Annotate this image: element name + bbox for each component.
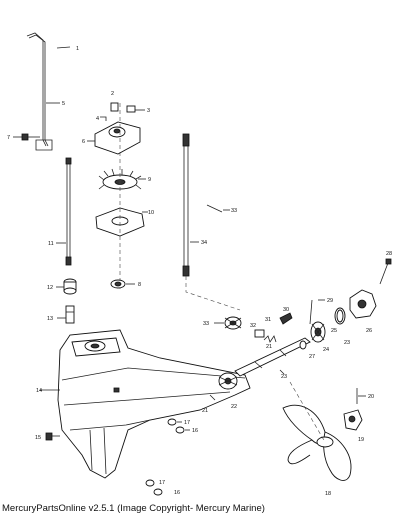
callout-7: 7 <box>7 135 10 141</box>
callout-23b: 23 <box>344 340 350 346</box>
callout-17a: 17 <box>184 420 190 426</box>
screw-part-16a <box>175 426 185 434</box>
leader-23a <box>279 369 285 375</box>
bolt-part-29 <box>309 299 313 325</box>
callout-11: 11 <box>48 241 54 247</box>
sleeve-part-12 <box>63 278 77 295</box>
callout-12: 12 <box>47 285 53 291</box>
callout-20: 20 <box>368 394 374 400</box>
shift-cam-part <box>224 316 242 330</box>
callout-28: 28 <box>386 251 392 257</box>
forward-gear-part <box>218 372 238 390</box>
callout-30: 30 <box>283 307 289 313</box>
callout-2: 2 <box>111 91 114 97</box>
water-pump-part <box>94 102 141 155</box>
pin-part-30 <box>279 312 293 325</box>
callout-21a: 21 <box>202 408 208 414</box>
callout-33b: 33 <box>231 208 237 214</box>
thrust-hub-part <box>343 409 363 431</box>
callout-3: 3 <box>147 108 150 114</box>
callout-1: 1 <box>76 46 79 52</box>
callout-29: 29 <box>327 298 333 304</box>
callout-4: 4 <box>96 116 99 122</box>
callout-21b: 21 <box>266 344 272 350</box>
leader-21a <box>209 394 216 401</box>
gearcase-exploded-diagram: 1 2 3 4 5 6 7 8 9 10 11 12 13 14 15 16 1… <box>7 32 392 497</box>
copyright-caption: MercuryPartsOnline v2.5.1 (Image Copyrig… <box>2 503 265 514</box>
bearing-part-8 <box>110 279 126 289</box>
oring-part-25 <box>334 307 346 325</box>
screw-part-17a <box>167 418 177 426</box>
screw-part-16b <box>153 488 163 496</box>
bolt-part-28 <box>379 258 392 285</box>
screw-part-7 <box>13 133 40 141</box>
shift-shaft-part <box>182 133 190 277</box>
gear-housing-part <box>57 329 251 479</box>
callout-labels: 1 2 3 4 5 6 7 8 9 10 11 12 13 14 15 16 1… <box>7 46 392 497</box>
spring-part-31 <box>263 335 277 343</box>
callout-23a: 23 <box>281 374 287 380</box>
screw-part-15 <box>45 432 60 441</box>
washer-part-27 <box>299 340 307 350</box>
callout-31: 31 <box>265 317 271 323</box>
reverse-gear-part <box>310 321 326 343</box>
leader-1 <box>56 46 71 49</box>
callout-17b: 17 <box>159 480 165 486</box>
callout-27: 27 <box>309 354 315 360</box>
screw-part-17b <box>145 479 155 487</box>
callout-8: 8 <box>138 282 141 288</box>
callout-34: 34 <box>201 240 207 246</box>
callout-15: 15 <box>35 435 41 441</box>
shift-rod-part <box>26 32 53 151</box>
callout-14: 14 <box>36 388 42 394</box>
propeller-shaft-part <box>234 337 311 377</box>
callout-16a: 16 <box>192 428 198 434</box>
callout-33a: 33 <box>203 321 209 327</box>
clutch-part-32 <box>254 329 265 338</box>
callout-6: 6 <box>82 139 85 145</box>
bushing-part-13 <box>65 305 75 324</box>
pin-part-35 <box>206 204 223 213</box>
callout-18: 18 <box>325 491 331 497</box>
callout-26: 26 <box>366 328 372 334</box>
callout-10: 10 <box>148 210 154 216</box>
bearing-carrier-part <box>349 289 377 319</box>
callout-24: 24 <box>323 347 329 353</box>
callout-13: 13 <box>47 316 53 322</box>
propeller-part <box>282 381 352 481</box>
shift-centerline <box>185 276 241 311</box>
callout-16b: 16 <box>174 490 180 496</box>
drive-shaft-part <box>65 157 72 266</box>
callout-5: 5 <box>62 101 65 107</box>
impeller-part <box>98 168 142 190</box>
callout-19: 19 <box>358 437 364 443</box>
callout-9: 9 <box>148 177 151 183</box>
callout-32: 32 <box>250 323 256 329</box>
callout-22: 22 <box>231 404 237 410</box>
callout-25: 25 <box>331 328 337 334</box>
